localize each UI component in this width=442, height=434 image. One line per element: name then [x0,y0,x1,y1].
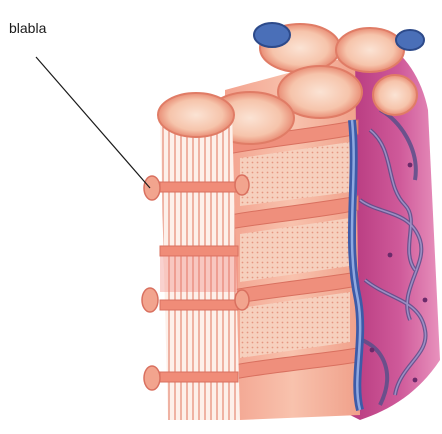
figure-label: blabla [9,20,46,36]
label-leader-line [36,57,150,188]
